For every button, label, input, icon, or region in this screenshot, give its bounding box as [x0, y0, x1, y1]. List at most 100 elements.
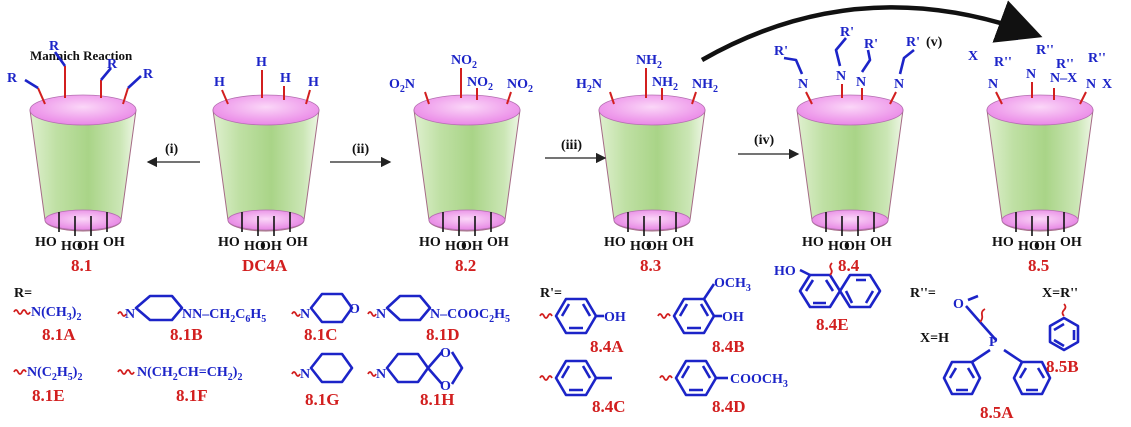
wavy-bond — [291, 311, 301, 317]
phenyl-ring — [942, 360, 982, 396]
hydroxyl: HO — [630, 239, 652, 254]
r-prime-group: R' — [840, 25, 854, 40]
atom-n: N — [125, 307, 135, 322]
atom-o: O — [953, 297, 964, 312]
hydroxyl: OH — [1034, 239, 1056, 254]
atom-n: N — [300, 307, 310, 322]
legend-x-eq-rpp: X=R'' — [1042, 286, 1078, 301]
label-8-4b: 8.4B — [712, 337, 745, 356]
step-label-v: (v) — [926, 35, 943, 50]
label-8-1c: 8.1C — [304, 325, 338, 344]
label-8-1f: 8.1F — [176, 386, 208, 405]
hydroxyl: HO — [828, 239, 850, 254]
r-prime-group: R' — [864, 37, 878, 52]
compound-label-8-1: 8.1 — [71, 256, 92, 275]
benzene-ring — [554, 297, 598, 335]
wavy-bond — [1061, 303, 1067, 317]
dioxolane-ring — [427, 351, 464, 385]
piperidine-ring — [309, 352, 354, 384]
hydroxyl: HO — [419, 235, 441, 250]
cone-8-5: N X R'' N X R'' N–X R'' N X R'' HO HO OH… — [968, 29, 1112, 254]
amine-nx: N–X — [1050, 71, 1077, 86]
formula-8-1a: N(CH3)2 — [31, 305, 81, 323]
piperazine-ring — [385, 294, 432, 322]
wavy-bond — [657, 313, 671, 319]
step-label-iii: (iii) — [561, 138, 582, 153]
hydroxyl: OH — [103, 235, 125, 250]
hydroxyl: HO — [604, 235, 626, 250]
hydroxyl: OH — [77, 239, 99, 254]
cone-8-4: N R' N R' N R' N R' HO HO OH OH — [774, 25, 920, 254]
phenyl-ring — [1048, 316, 1080, 352]
ester-group: COOCH3 — [730, 372, 788, 390]
imine-n: N — [856, 75, 866, 90]
label-8-1a: 8.1A — [42, 325, 76, 344]
hydroxyl: OH — [646, 239, 668, 254]
cone-dc4a: H H H H HO HO OH OH — [212, 55, 320, 254]
r-group: R — [49, 39, 60, 54]
compound-label-8-4: 8.4 — [838, 256, 860, 275]
atom-o: O — [440, 346, 451, 361]
r-prime-group: R' — [774, 44, 788, 59]
amino-group: H2N — [576, 77, 602, 95]
amine-n: N — [988, 77, 998, 92]
wavy-bond — [291, 371, 301, 377]
x-group: X — [968, 49, 978, 64]
cone-8-3: H2N NH2 NH2 NH2 HO HO OH OH — [576, 53, 718, 254]
label-8-1b: 8.1B — [170, 325, 203, 344]
label-8-1h: 8.1H — [420, 390, 454, 409]
hydroxyl: HO — [35, 235, 57, 250]
wavy-bond — [367, 371, 377, 377]
step-label-iv: (iv) — [754, 133, 775, 148]
formula-8-1f: N(CH2CH=CH2)2 — [137, 365, 242, 383]
hydroxyl: OH — [672, 235, 694, 250]
amino-group: NH2 — [652, 75, 678, 93]
wavy-bond — [117, 369, 135, 375]
r-double-prime-group: R'' — [994, 55, 1012, 70]
atom-p: P — [989, 335, 998, 350]
hydroxyl: HO — [992, 235, 1014, 250]
benzene-ring — [672, 297, 716, 335]
legend-rp-eq: R'= — [540, 286, 562, 301]
compound-label-8-2: 8.2 — [455, 256, 476, 275]
atom-n: N — [300, 367, 310, 382]
hydroxyl: HO — [61, 239, 83, 254]
nitro-group: O2N — [389, 77, 415, 95]
formula-8-1e: N(C2H5)2 — [27, 365, 82, 383]
r-group: R — [7, 71, 18, 86]
atom-o: O — [349, 302, 360, 317]
label-8-4e: 8.4E — [816, 315, 849, 334]
wavy-bond — [13, 309, 31, 315]
hydroxyl: OH — [260, 239, 282, 254]
compound-label-8-3: 8.3 — [640, 256, 661, 275]
wavy-bond — [13, 369, 27, 375]
hydroxyl: HO — [218, 235, 240, 250]
atom-o: O — [440, 379, 451, 394]
r-prime-group: R' — [906, 35, 920, 50]
label-8-4a: 8.4A — [590, 337, 624, 356]
h-atom: H — [280, 71, 291, 86]
amine-n: N — [1026, 67, 1036, 82]
hydroxyl: HO — [802, 235, 824, 250]
nitro-group: NO2 — [507, 77, 533, 95]
benzene-ring — [674, 359, 718, 397]
piperazine-ring — [134, 294, 184, 322]
amino-group: NH2 — [636, 53, 662, 71]
imine-n: N — [798, 77, 808, 92]
label-8-4d: 8.4D — [712, 397, 746, 416]
amine-n: N — [1086, 77, 1096, 92]
cone-8-1: R R R R HO HO OH OH — [7, 39, 154, 254]
x-group: X — [1008, 29, 1018, 44]
hydroxyl: OH — [487, 235, 509, 250]
hydroxyl: OH — [461, 239, 483, 254]
compound-label-dc4a: DC4A — [242, 256, 288, 275]
compound-label-8-5: 8.5 — [1028, 256, 1049, 275]
amino-group: NH2 — [692, 77, 718, 95]
wavy-bond — [367, 311, 377, 317]
r-group: R — [143, 67, 154, 82]
hydroxyl: HO — [244, 239, 266, 254]
wavy-bond — [117, 311, 127, 317]
nitro-group: NO2 — [451, 53, 477, 71]
carbonyl-chain — [965, 294, 997, 341]
